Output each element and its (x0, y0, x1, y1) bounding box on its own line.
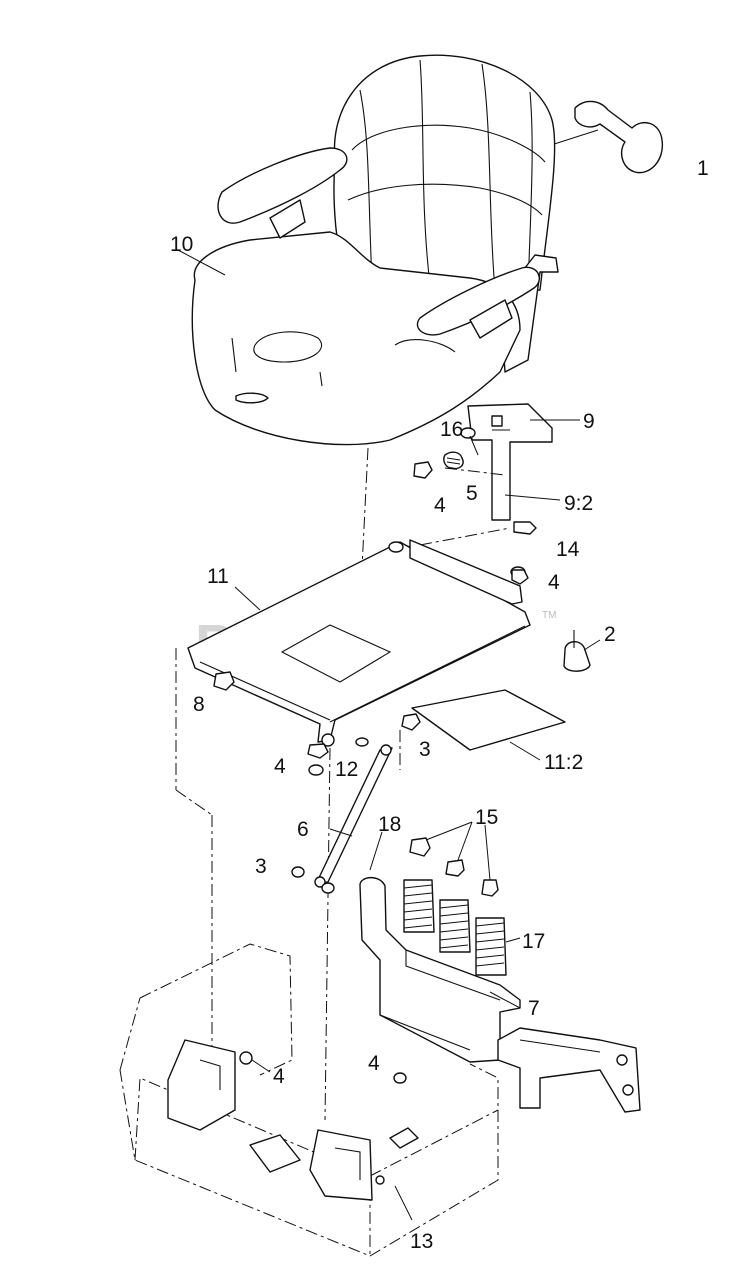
callout-labels: 1 10 16 9 5 4 9:2 14 11 4 2 8 3 4 12 11:… (170, 157, 709, 1253)
callout-9-2: 9:2 (564, 492, 593, 515)
part-9-bracket (467, 403, 580, 521)
watermark-trademark: TM (542, 610, 556, 621)
callout-3b: 3 (255, 855, 267, 878)
part-11-seat-plate (187, 539, 531, 747)
callout-16: 16 (440, 418, 463, 441)
callout-7: 7 (528, 997, 540, 1020)
callout-11: 11 (207, 565, 229, 588)
callout-4d: 4 (368, 1052, 380, 1075)
part-7-spring-bracket (359, 876, 641, 1113)
part-2-bumper (563, 630, 601, 672)
frame-base (119, 943, 499, 1257)
callout-4a: 4 (434, 494, 446, 517)
part-6-link (291, 744, 393, 894)
callout-2: 2 (604, 623, 616, 646)
callout-9: 9 (583, 410, 595, 433)
parts-15-17-springs (403, 821, 521, 976)
callout-18: 18 (378, 813, 401, 836)
callout-4b: 4 (548, 571, 560, 594)
callout-6: 6 (297, 818, 309, 841)
callout-13: 13 (410, 1230, 433, 1253)
hardware-plate (213, 569, 529, 776)
callout-3a: 3 (419, 738, 431, 761)
callout-1: 1 (697, 157, 709, 180)
callout-15: 15 (475, 806, 498, 829)
callout-10: 10 (170, 233, 193, 256)
part-10-seat (177, 54, 559, 446)
hardware-upper (413, 427, 537, 535)
callout-4c: 4 (274, 755, 286, 778)
callout-17: 17 (522, 930, 545, 953)
callout-12: 12 (335, 758, 358, 781)
callout-5: 5 (466, 482, 478, 505)
callout-11-2: 11:2 (544, 751, 583, 774)
callout-14: 14 (556, 538, 580, 561)
callout-4e: 4 (273, 1065, 285, 1088)
part-11-2-decal (411, 689, 566, 761)
part-1-knob (547, 100, 664, 174)
callout-8: 8 (193, 693, 205, 716)
